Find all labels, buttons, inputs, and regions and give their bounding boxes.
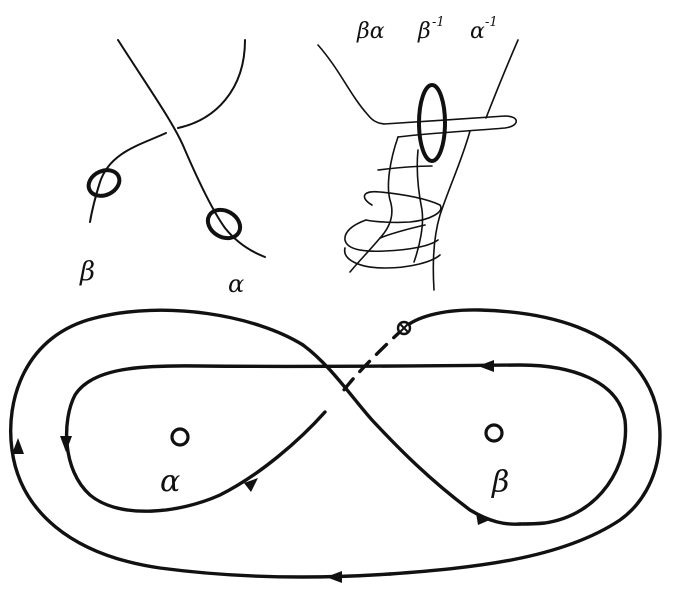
puncture-beta <box>484 423 504 443</box>
wrap-top <box>383 115 518 138</box>
coil-diagonal <box>379 224 426 239</box>
strand-under-lower <box>89 132 167 223</box>
strand-right-descent <box>432 130 471 291</box>
label-beta-bottom: β <box>491 465 509 500</box>
strand-under-upper <box>177 39 246 129</box>
puncture-alpha <box>170 427 190 447</box>
label-alpha-top-left: α <box>228 270 244 298</box>
label-beta-alpha: βα <box>356 19 385 44</box>
coil-2 <box>363 190 442 224</box>
arrow-outer-left <box>12 438 24 454</box>
coil-4 <box>344 247 441 269</box>
label-beta-inverse-exponent: -1 <box>432 15 445 30</box>
panel-bottom: α β <box>9 308 662 583</box>
strand-left-outer <box>317 44 385 125</box>
arrow-inner-left <box>60 436 72 452</box>
label-beta-top-left: β <box>79 257 95 287</box>
panel-top-right: βα β -1 α -1 <box>317 15 519 291</box>
strand-over <box>117 39 266 258</box>
band-outer-right-loop <box>388 308 662 576</box>
coil-1 <box>377 165 433 171</box>
label-alpha-bottom: α <box>160 464 180 499</box>
strand-right-outer <box>485 39 519 119</box>
panel-top-left: β α <box>79 39 266 298</box>
arrow-crossing-lower <box>244 478 258 492</box>
band-crossing-under <box>338 326 406 397</box>
band-outer-left-loop <box>9 308 392 579</box>
label-beta-inverse: β <box>417 19 431 44</box>
base-point-cross-icon <box>399 323 409 333</box>
cylinder-right-edge <box>413 149 424 263</box>
band-crossing-under-lower <box>64 363 628 526</box>
alpha-loop-ring <box>205 207 243 241</box>
arrow-outer-bottom <box>326 571 342 583</box>
arrow-inner-bottom-right <box>476 513 492 525</box>
beta-loop-ring <box>86 168 122 198</box>
beta-inverse-ring <box>417 83 447 163</box>
label-alpha-inverse: α <box>470 19 485 44</box>
coil-3 <box>344 219 439 253</box>
arrow-inner-top <box>478 360 494 372</box>
label-alpha-inverse-exponent: -1 <box>485 15 498 30</box>
